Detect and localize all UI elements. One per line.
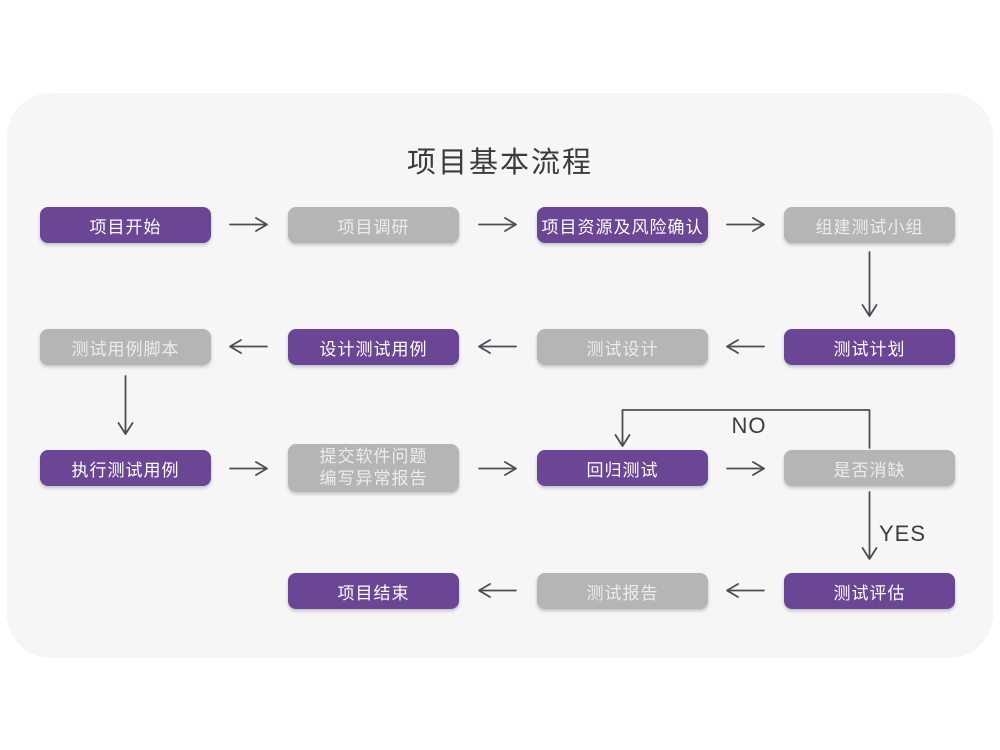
node-line: 编写异常报告 — [319, 469, 428, 488]
arrow-research-to-risk — [478, 217, 517, 232]
node-project-start: 项目开始 — [40, 207, 211, 243]
node-execute-test-cases: 执行测试用例 — [40, 450, 211, 486]
node-submit-issues-report: 提交软件问题 编写异常报告 — [288, 444, 459, 492]
arrow-start-to-research — [229, 217, 268, 232]
arrow-plan-to-design — [726, 339, 765, 354]
arrow-no-loop — [614, 409, 871, 449]
node-regression-test: 回归测试 — [537, 450, 708, 486]
arrow-yes-to-evaluation — [861, 491, 878, 560]
arrow-execute-to-report-issues — [229, 461, 268, 476]
node-build-test-team: 组建测试小组 — [784, 207, 955, 243]
node-test-case-script: 测试用例脚本 — [40, 329, 211, 365]
arrow-design-to-casedesign — [478, 339, 517, 354]
node-line: 提交软件问题 — [319, 446, 428, 466]
arrow-report-to-end — [478, 583, 517, 598]
node-project-research: 项目调研 — [288, 207, 459, 243]
arrow-issues-to-regression — [478, 461, 517, 476]
node-project-end: 项目结束 — [288, 573, 459, 609]
no-label: NO — [731, 413, 767, 438]
diagram-title: 项目基本流程 — [406, 147, 593, 179]
yes-label: YES — [879, 521, 927, 546]
node-test-evaluation: 测试评估 — [784, 573, 955, 609]
arrow-casedesign-to-script — [229, 339, 268, 354]
node-defect-resolved: 是否消缺 — [784, 450, 955, 486]
diagram-card — [7, 93, 993, 658]
arrow-regression-to-defectcheck — [726, 461, 765, 476]
node-test-report: 测试报告 — [537, 573, 708, 609]
node-test-plan: 测试计划 — [784, 329, 955, 365]
arrow-script-to-execute — [117, 375, 134, 435]
arrow-team-to-plan — [861, 251, 878, 317]
arrow-risk-to-team — [726, 217, 765, 232]
node-test-design: 测试设计 — [537, 329, 708, 365]
arrow-evaluation-to-report — [726, 583, 765, 598]
node-resource-risk-confirm: 项目资源及风险确认 — [537, 207, 708, 243]
node-design-test-cases: 设计测试用例 — [288, 329, 459, 365]
